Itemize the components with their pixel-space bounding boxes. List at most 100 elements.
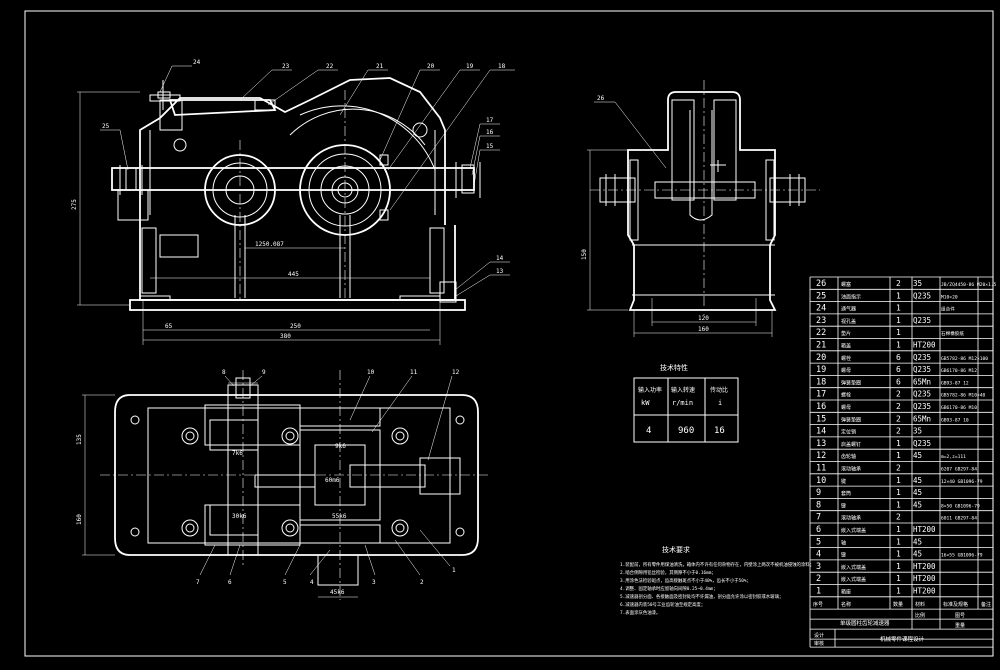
bom-cell-material: Q235: [913, 291, 931, 300]
bom-cell-name: 套筒: [841, 490, 851, 497]
bom-cell-standard: GB93-87 10: [941, 417, 969, 423]
bom-header-4: 标准及规格: [943, 601, 968, 608]
fit-55k6: 55k6: [332, 513, 347, 520]
bom-cell-material: HT200: [913, 341, 936, 350]
bom-cell-material: Q235: [913, 365, 931, 374]
balloon-4: 4: [310, 579, 314, 586]
bom-cell-no: 21: [816, 341, 826, 351]
bom-cell-qty: 1: [896, 291, 901, 300]
fit-9k6: 9k6: [335, 443, 346, 450]
bom-cell-material: 65Mn: [913, 377, 931, 386]
bom-cell-qty: 2: [896, 513, 901, 522]
bom-cell-standard: m=2,z=111: [941, 454, 966, 460]
title-checker-label: 审核: [814, 640, 824, 647]
bom-cell-material: HT200: [913, 587, 936, 596]
spec-u-speed: r/min: [672, 399, 693, 407]
bom-cell-no: 23: [816, 316, 826, 326]
plan-dim-135: 135: [76, 434, 83, 445]
bom-cell-qty: 1: [896, 500, 901, 509]
req-line-2: 2.啮合侧隙用铅丝检验，其侧隙不小于0.16mm；: [620, 569, 716, 576]
spec-v-power: 4: [646, 426, 651, 436]
side-dim-120: 120: [698, 315, 709, 322]
balloon-26: 26: [597, 95, 605, 102]
bom-cell-name: 嵌入式端盖: [841, 564, 866, 571]
bom-cell-material: HT200: [913, 574, 936, 583]
bom-cell-qty: 1: [896, 316, 901, 325]
bom-cell-name: 垫片: [841, 330, 851, 337]
bom-cell-standard: 石棉橡胶纸: [941, 330, 964, 337]
bom-cell-name: 齿轮轴: [841, 453, 856, 460]
bom-cell-standard: GB93-87 12: [941, 380, 969, 386]
spec-u-power: kW: [641, 399, 650, 407]
balloon-23: 23: [282, 63, 290, 70]
bom-cell-material: Q235: [913, 439, 931, 448]
balloon-16: 16: [486, 129, 494, 136]
balloon-25: 25: [102, 123, 110, 130]
bom-cell-no: 24: [816, 304, 826, 314]
bom-cell-name: 螺母: [841, 367, 851, 374]
spec-u-ratio: i: [718, 399, 722, 407]
bom-cell-material: 45: [913, 476, 922, 485]
bom-cell-qty: 6: [896, 377, 901, 386]
bom-cell-standard: 8×50 GB1096-79: [941, 503, 980, 509]
bom-cell-name: 螺母: [841, 404, 851, 411]
spec-h-power: 输入功率: [638, 386, 662, 394]
fit-60m6: 60m6: [325, 477, 340, 484]
bom-cell-no: 1: [816, 587, 821, 597]
bom-cell-material: HT200: [913, 525, 936, 534]
bom-cell-qty: 1: [896, 574, 901, 583]
bom-header-5: 备注: [981, 601, 991, 608]
bom-cell-no: 16: [816, 402, 826, 412]
title-weight-label: 重量: [955, 622, 965, 629]
bom-cell-name: 键: [841, 478, 846, 485]
bom-cell-qty: 1: [896, 525, 901, 534]
bom-cell-standard: 12×40 GB1096-79: [941, 479, 983, 485]
bom-cell-no: 19: [816, 365, 826, 375]
bom-cell-no: 4: [816, 550, 821, 560]
spec-table: 技术特性 输入功率 输入转速 传动比 kW r/min i 4 960 16: [633, 363, 739, 443]
dim-380: 380: [280, 333, 291, 340]
bom-cell-name: 视孔盖: [841, 318, 856, 325]
bom-cell-qty: 1: [896, 328, 901, 337]
bom-cell-qty: 2: [896, 402, 901, 411]
bom-cell-name: 键: [841, 552, 846, 559]
bom-cell-material: 45: [913, 550, 922, 559]
balloon-24: 24: [193, 59, 201, 66]
balloon-9: 9: [262, 369, 266, 376]
bom-cell-material: 45: [913, 451, 922, 460]
bom-cell-name: 轴: [841, 539, 846, 546]
req-line-4: 4.调整、固定轴承时应留轴向间隙0.25~0.4mm；: [620, 585, 718, 592]
bom-header-3: 材料: [915, 601, 925, 608]
balloon-8: 8: [222, 369, 226, 376]
bom-cell-name: 螺栓: [841, 392, 851, 399]
bom-cell-no: 17: [816, 390, 826, 400]
bom-cell-qty: 2: [896, 414, 901, 423]
balloon-11: 11: [410, 369, 418, 376]
front-view-leaders: [100, 65, 515, 297]
balloon-12: 12: [452, 369, 460, 376]
bom-cell-qty: 1: [896, 439, 901, 448]
bom-cell-qty: 2: [896, 427, 901, 436]
bom-cell-qty: 2: [896, 464, 901, 473]
bom-cell-no: 18: [816, 377, 826, 387]
spec-title: 技术特性: [660, 363, 688, 372]
bom-cell-name: 弹簧垫圈: [841, 379, 861, 386]
bom-cell-name: 定位销: [841, 429, 856, 436]
bom-cell-no: 26: [816, 279, 826, 289]
bom-cell-no: 9: [816, 488, 821, 498]
balloon-1: 1: [452, 567, 456, 574]
bom-cell-qty: 1: [896, 488, 901, 497]
bom-cell-no: 14: [816, 427, 826, 437]
bom-cell-material: Q235: [913, 316, 931, 325]
req-line-1: 1.装配前，所有零件用煤油清洗，箱体内不许有任何杂物存在，内壁涂上两次不被机油侵…: [620, 561, 814, 568]
fit-30k6: 30k6: [232, 513, 247, 520]
bom-header-1: 名称: [841, 601, 851, 608]
bom-cell-standard: GB6170-86 M12: [941, 368, 977, 374]
bom-cell-qty: 1: [896, 451, 901, 460]
spec-v-speed: 960: [678, 426, 694, 436]
bom-cell-qty: 6: [896, 365, 901, 374]
bom-cell-standard: 6011 GB297-84: [941, 516, 977, 522]
